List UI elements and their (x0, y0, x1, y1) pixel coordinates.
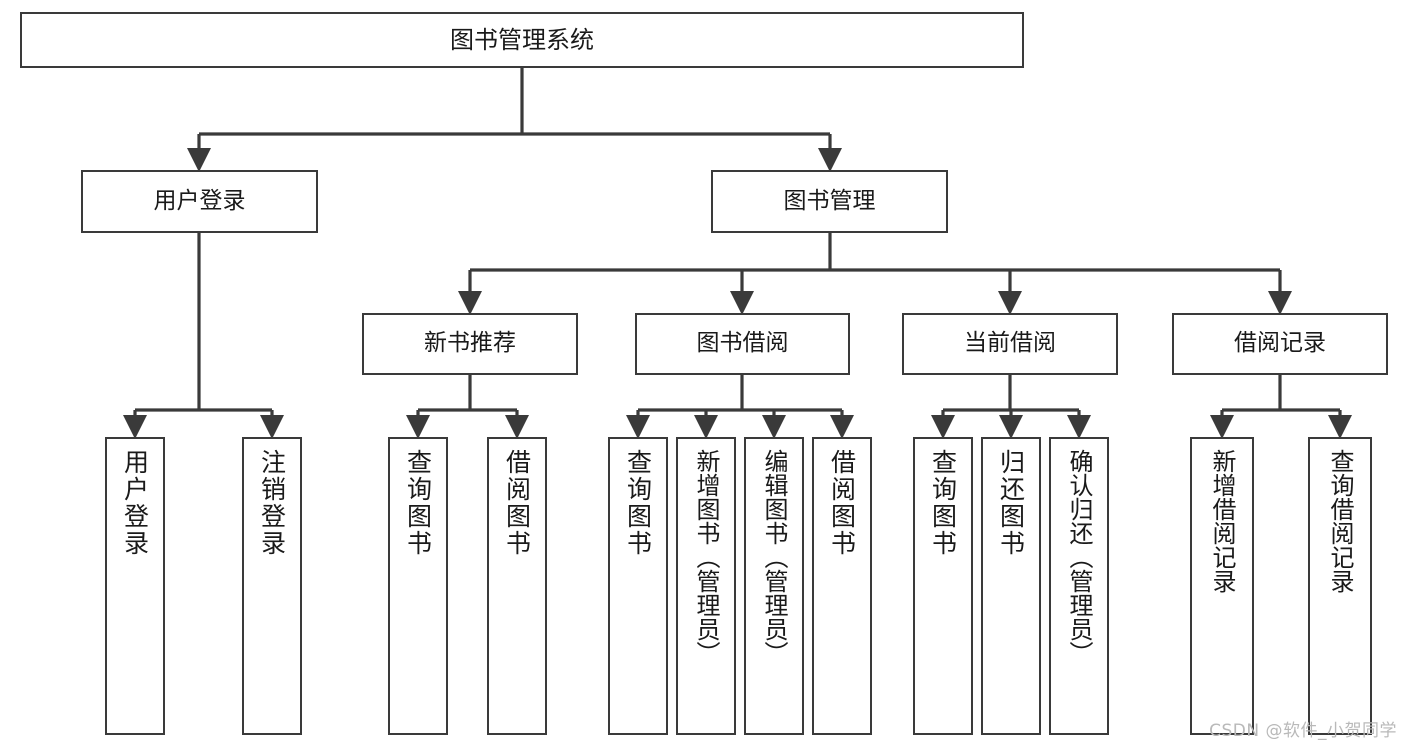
node-label: 查询图书 (928, 449, 958, 557)
node-label: 当前借阅 (964, 330, 1056, 357)
node-label: 新书推荐 (424, 330, 516, 357)
node-label: 编辑图书（管理员） (760, 449, 788, 665)
node-label: 借阅记录 (1234, 330, 1326, 357)
leaf-query-books-recommend[interactable]: 查询图书 (388, 437, 448, 735)
node-label: 新增借阅记录 (1208, 449, 1236, 593)
leaf-borrow-books-recommend[interactable]: 借阅图书 (487, 437, 547, 735)
leaf-return-books[interactable]: 归还图书 (981, 437, 1041, 735)
leaf-edit-book-admin[interactable]: 编辑图书（管理员） (744, 437, 804, 735)
leaf-query-borrow-record[interactable]: 查询借阅记录 (1308, 437, 1372, 735)
node-label: 用户登录 (120, 449, 150, 557)
leaf-user-logout[interactable]: 注销登录 (242, 437, 302, 735)
node-borrow-records[interactable]: 借阅记录 (1172, 313, 1388, 375)
node-label: 用户登录 (153, 187, 246, 214)
node-current-borrow[interactable]: 当前借阅 (902, 313, 1118, 375)
node-label: 查询图书 (403, 449, 433, 557)
node-label: 注销登录 (257, 449, 287, 557)
leaf-confirm-return-admin[interactable]: 确认归还（管理员） (1049, 437, 1109, 735)
leaf-add-borrow-record[interactable]: 新增借阅记录 (1190, 437, 1254, 735)
node-label: 借阅图书 (502, 449, 532, 557)
csdn-watermark: CSDN @软件_小贺同学 (1209, 721, 1397, 741)
node-new-book-recommend[interactable]: 新书推荐 (362, 313, 578, 375)
node-label: 查询借阅记录 (1326, 449, 1354, 593)
leaf-add-book-admin[interactable]: 新增图书（管理员） (676, 437, 736, 735)
leaf-query-books-borrow[interactable]: 查询图书 (608, 437, 668, 735)
node-label: 图书管理 (783, 187, 876, 214)
leaf-query-books-current[interactable]: 查询图书 (913, 437, 973, 735)
node-label: 确认归还（管理员） (1065, 449, 1093, 665)
node-book-management[interactable]: 图书管理 (711, 170, 948, 233)
node-label: 归还图书 (996, 449, 1026, 557)
node-label: 图书借阅 (696, 330, 789, 357)
node-user-login[interactable]: 用户登录 (81, 170, 318, 233)
node-label: 图书管理系统 (450, 25, 594, 54)
node-label: 新增图书（管理员） (692, 449, 720, 665)
node-book-borrow[interactable]: 图书借阅 (635, 313, 850, 375)
leaf-user-login[interactable]: 用户登录 (105, 437, 165, 735)
leaf-borrow-books[interactable]: 借阅图书 (812, 437, 872, 735)
node-label: 借阅图书 (827, 449, 857, 557)
node-root[interactable]: 图书管理系统 (20, 12, 1024, 68)
node-label: 查询图书 (623, 449, 653, 557)
